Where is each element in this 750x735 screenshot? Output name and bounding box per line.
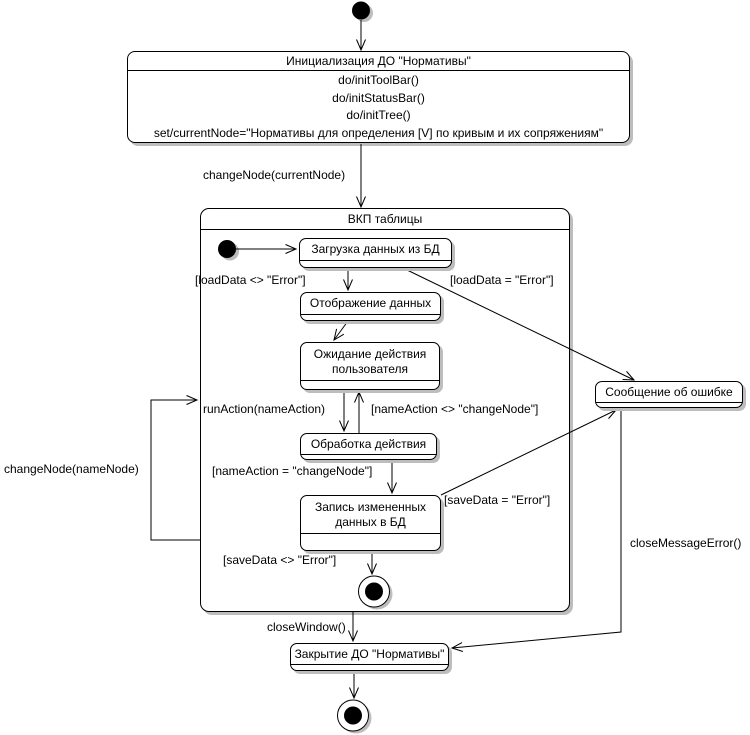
transition-label-close-message-error: closeMessageError() [630,536,742,550]
state-title: Инициализация ДО "Нормативы" [128,52,629,71]
state-empty-compartment [596,403,742,407]
initial-state-icon [352,1,373,22]
state-action-line: set/currentNode="Нормативы для определен… [153,126,604,141]
transition-label-run-action: runAction(nameAction) [203,402,326,416]
state-process-action: Обработка действия [300,433,437,460]
state-action-line: do/initTree() [346,108,411,123]
state-empty-compartment [301,381,439,389]
state-empty-compartment [301,534,440,550]
state-action-line: do/initStatusBar() [332,90,425,105]
state-empty-compartment [300,261,451,267]
transition-label-action-not-changenode: [nameAction <> "changeNode"] [371,402,539,416]
transition-vkp-self-changenode [150,395,200,541]
state-init-normativy: Инициализация ДО "Нормативы" do/initTool… [127,51,630,143]
state-empty-compartment [301,315,440,320]
state-close-normativy: Закрытие ДО "Нормативы" [290,643,449,671]
state-title: ВКП таблицы [201,209,569,230]
state-empty-compartment [301,455,436,459]
transition-label-save-ok: [saveData <> "Error"] [223,553,337,567]
transition-label-change-node-current: changeNode(currentNode) [203,168,346,182]
state-action-line: do/initToolBar() [338,72,419,87]
state-empty-compartment [291,665,448,670]
state-save-data: Запись измененных данных в БД [300,495,441,551]
state-actions: do/initToolBar() do/initStatusBar() do/i… [128,71,629,142]
state-display-data: Отображение данных [300,292,441,321]
state-wait-user-action: Ожидание действия пользователя [300,342,440,390]
state-load-data: Загрузка данных из БД [299,238,452,268]
transition-label-close-window: closeWindow() [267,620,346,634]
transition-label-load-ok: [loadData <> "Error"] [195,273,306,287]
transition-label-change-node-name: changeNode(nameNode) [4,462,139,476]
state-error-message: Сообщение об ошибке [595,381,743,408]
transition-label-save-error: [saveData = "Error"] [444,493,551,507]
final-state-icon [337,699,372,734]
transition-label-load-error: [loadData = "Error"] [450,273,554,287]
transition-label-action-changenode: [nameAction = "changeNode"] [212,464,373,478]
